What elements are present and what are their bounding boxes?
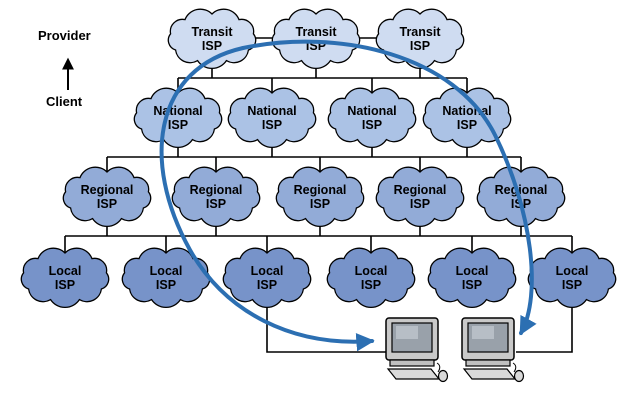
- cloud-shape: [121, 247, 211, 309]
- cloud-shape: [327, 87, 417, 149]
- cloud-label-line1: Regional: [495, 183, 548, 197]
- cloud-label-line1: National: [347, 104, 396, 118]
- cloud-shape: [326, 247, 416, 309]
- cloud-label-line2: ISP: [462, 278, 482, 292]
- cloud-shape: [422, 87, 512, 149]
- cloud-label-line1: Regional: [394, 183, 447, 197]
- cloud-label-line2: ISP: [257, 278, 277, 292]
- cloud-label-line2: ISP: [202, 39, 222, 53]
- cloud-label-line1: Regional: [190, 183, 243, 197]
- cloud-label-line2: ISP: [457, 118, 477, 132]
- cloud-shape: [427, 247, 517, 309]
- cloud-shape: [527, 247, 617, 309]
- provider-label: Provider: [38, 28, 91, 43]
- cloud-label-line1: Local: [556, 264, 589, 278]
- cloud-label-line2: ISP: [262, 118, 282, 132]
- cloud-shape: [375, 8, 465, 70]
- cloud-label-line2: ISP: [55, 278, 75, 292]
- cloud-shape: [375, 166, 465, 228]
- cloud-label-line2: ISP: [156, 278, 176, 292]
- computer-icon-right: [461, 317, 525, 383]
- cloud-shape: [271, 8, 361, 70]
- cloud-label-line1: National: [247, 104, 296, 118]
- cloud-shape: [167, 8, 257, 70]
- cloud-shape: [62, 166, 152, 228]
- cloud-label-line2: ISP: [562, 278, 582, 292]
- cloud-label-line1: Local: [355, 264, 388, 278]
- route-arrow-right: [241, 39, 537, 336]
- isp-clouds: TransitISPTransitISPTransitISPNationalIS…: [20, 8, 617, 309]
- cloud-label-line2: ISP: [362, 118, 382, 132]
- cloud-shape: [171, 166, 261, 228]
- cloud-label-line1: Regional: [294, 183, 347, 197]
- cloud-label-line1: Local: [456, 264, 489, 278]
- computer-icon-left: [385, 317, 449, 383]
- cloud-label-line1: Local: [49, 264, 82, 278]
- cloud-shape: [275, 166, 365, 228]
- cloud-shape: [20, 247, 110, 309]
- cloud-label-line2: ISP: [410, 39, 430, 53]
- cloud-label-line1: Transit: [400, 25, 442, 39]
- cloud-label-line1: National: [153, 104, 202, 118]
- cloud-label-line1: Transit: [296, 25, 338, 39]
- cloud-label-line1: Transit: [192, 25, 234, 39]
- cloud-label-line1: Regional: [81, 183, 134, 197]
- cloud-label-line2: ISP: [168, 118, 188, 132]
- client-computers: [385, 317, 525, 383]
- cloud-shape: [222, 247, 312, 309]
- legend: Provider Client: [38, 28, 91, 109]
- cloud-label-line2: ISP: [206, 197, 226, 211]
- cloud-label-line2: ISP: [410, 197, 430, 211]
- cloud-label-line2: ISP: [310, 197, 330, 211]
- provider-client-route-arrows: [159, 39, 537, 352]
- cloud-label-line1: Local: [150, 264, 183, 278]
- cloud-label-line2: ISP: [97, 197, 117, 211]
- cloud-label-line1: Local: [251, 264, 284, 278]
- cloud-shape: [133, 87, 223, 149]
- cloud-shape: [227, 87, 317, 149]
- cloud-label-line2: ISP: [361, 278, 381, 292]
- client-label: Client: [46, 94, 83, 109]
- route-arrow-left: [159, 46, 375, 352]
